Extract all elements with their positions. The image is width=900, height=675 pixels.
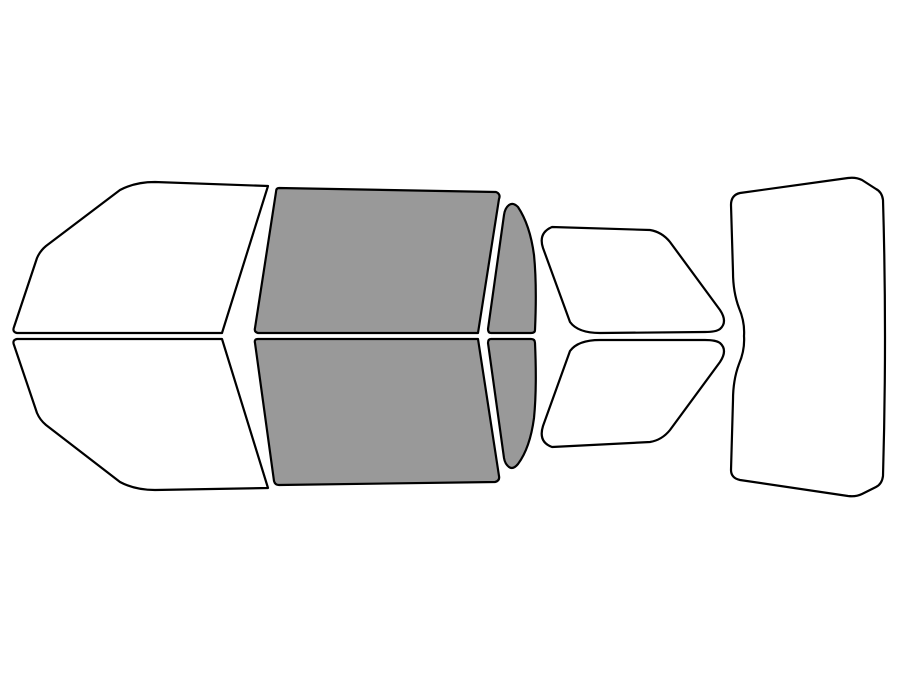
rear-window bbox=[729, 176, 887, 498]
rear-door-window-lower bbox=[540, 338, 726, 449]
front-quarter-window-lower bbox=[486, 337, 537, 470]
windshield-lower-half bbox=[12, 337, 270, 492]
front-door-window-lower bbox=[253, 337, 501, 487]
rear-door-window-upper bbox=[540, 225, 726, 335]
front-door-window-upper bbox=[253, 186, 501, 335]
front-quarter-window-upper bbox=[486, 202, 537, 335]
windshield-upper-half bbox=[12, 180, 270, 335]
